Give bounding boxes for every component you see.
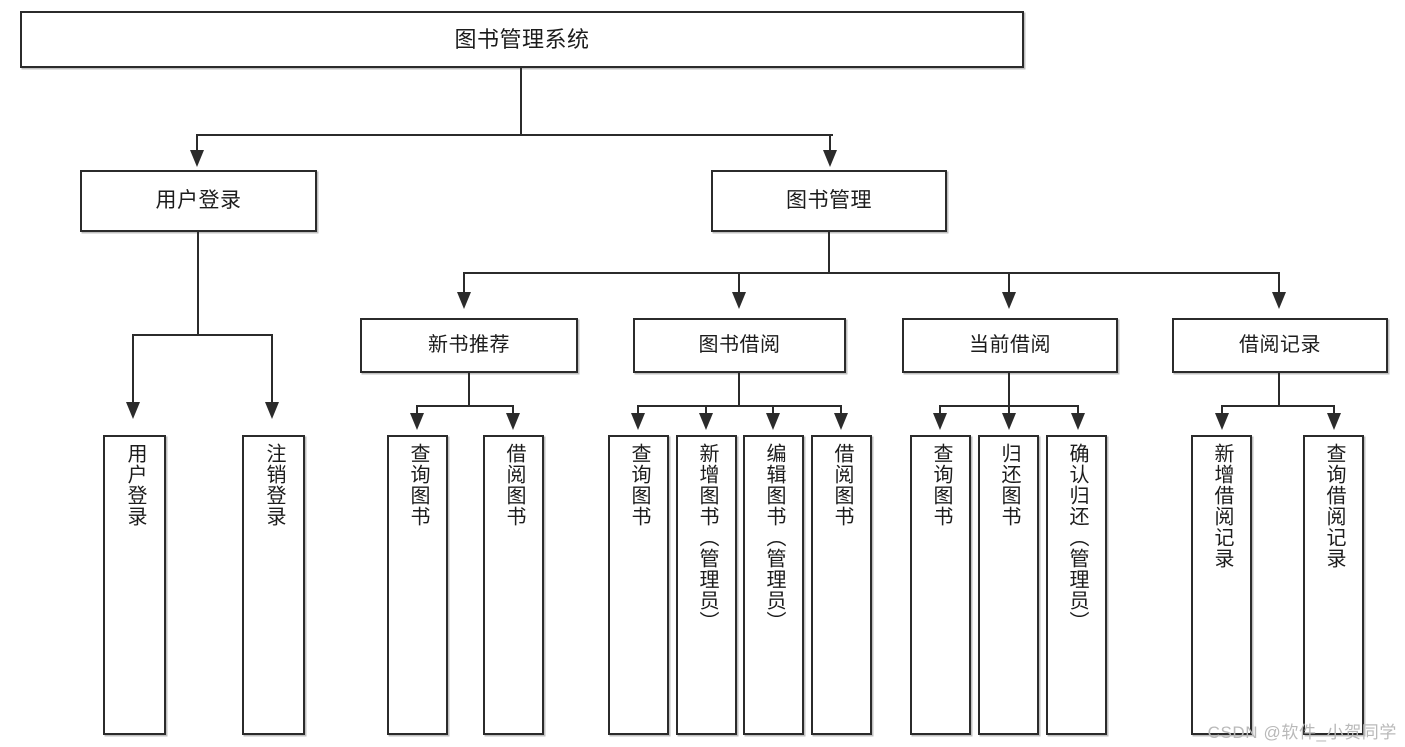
edge-current-borrow-stem xyxy=(1008,373,1011,407)
node-user-login[interactable]: 用户登录 xyxy=(80,170,317,232)
arrow-new-book-to-leaf-1 xyxy=(410,413,424,430)
node-current-borrow[interactable]: 当前借阅 xyxy=(902,318,1118,373)
edge-user-login-to-leaf-1 xyxy=(132,334,135,404)
edge-bb-to-leaf-1 xyxy=(637,405,640,417)
edge-bb-to-leaf-2 xyxy=(705,405,708,417)
node-new-book-recommend[interactable]: 新书推荐 xyxy=(360,318,578,373)
node-label: 确认归还（管理员） xyxy=(1066,443,1088,632)
leaf-logout-login[interactable]: 注销登录 xyxy=(242,435,305,735)
leaf-query-book-1[interactable]: 查询图书 xyxy=(387,435,448,735)
edge-book-management-bar xyxy=(464,272,1280,275)
edge-bb-to-leaf-3 xyxy=(772,405,775,417)
leaf-query-record[interactable]: 查询借阅记录 xyxy=(1303,435,1364,735)
arrow-bb-to-leaf-1 xyxy=(631,413,645,430)
edge-new-book-bar xyxy=(417,405,514,408)
edge-book-management-stem xyxy=(828,232,831,274)
edge-new-book-to-leaf-1 xyxy=(416,405,419,417)
node-label: 图书管理系统 xyxy=(454,26,590,52)
node-label: 编辑图书（管理员） xyxy=(763,443,785,632)
arrow-cb-to-leaf-2 xyxy=(1002,413,1016,430)
node-book-borrow[interactable]: 图书借阅 xyxy=(633,318,846,373)
leaf-query-book-3[interactable]: 查询图书 xyxy=(910,435,971,735)
edge-bm-to-book-borrow xyxy=(738,272,741,294)
leaf-return-book[interactable]: 归还图书 xyxy=(978,435,1039,735)
node-label: 图书管理 xyxy=(786,188,872,212)
node-label: 用户登录 xyxy=(155,188,242,212)
edge-cb-to-leaf-2 xyxy=(1008,405,1011,417)
node-root-system[interactable]: 图书管理系统 xyxy=(20,11,1024,68)
edge-cb-to-leaf-3 xyxy=(1077,405,1080,417)
edge-bm-to-new-book xyxy=(463,272,466,294)
edge-user-login-to-leaf-2 xyxy=(271,334,274,404)
arrow-br-to-leaf-1 xyxy=(1215,413,1229,430)
node-label: 归还图书 xyxy=(998,443,1020,527)
edge-bm-to-current-borrow xyxy=(1008,272,1011,294)
node-label: 用户登录 xyxy=(124,443,146,527)
leaf-borrow-book-1[interactable]: 借阅图书 xyxy=(483,435,544,735)
leaf-add-record[interactable]: 新增借阅记录 xyxy=(1191,435,1252,735)
edge-root-stem xyxy=(520,68,523,136)
arrow-bm-to-current-borrow xyxy=(1002,292,1016,309)
arrow-bb-to-leaf-3 xyxy=(766,413,780,430)
edge-root-bar xyxy=(197,134,833,137)
edge-book-borrow-bar xyxy=(638,405,842,408)
edge-book-borrow-stem xyxy=(738,373,741,407)
arrow-user-login-to-leaf-1 xyxy=(126,402,140,419)
node-label: 查询图书 xyxy=(628,443,650,527)
edge-new-book-to-leaf-2 xyxy=(512,405,515,417)
edge-root-to-user-login xyxy=(196,134,199,152)
arrow-bm-to-book-borrow xyxy=(732,292,746,309)
node-label: 新增借阅记录 xyxy=(1211,443,1233,569)
arrow-bb-to-leaf-2 xyxy=(699,413,713,430)
edge-bb-to-leaf-4 xyxy=(840,405,843,417)
edge-br-to-leaf-1 xyxy=(1221,405,1224,417)
edge-borrow-record-stem xyxy=(1278,373,1281,407)
arrow-user-login-to-leaf-2 xyxy=(265,402,279,419)
node-label: 查询借阅记录 xyxy=(1323,443,1345,569)
arrow-root-to-user-login xyxy=(190,150,204,167)
edge-user-login-bar xyxy=(133,334,273,337)
node-label: 借阅记录 xyxy=(1239,333,1321,356)
node-label: 借阅图书 xyxy=(831,443,853,527)
arrow-cb-to-leaf-1 xyxy=(933,413,947,430)
leaf-add-book[interactable]: 新增图书（管理员） xyxy=(676,435,737,735)
node-borrow-record[interactable]: 借阅记录 xyxy=(1172,318,1388,373)
edge-cb-to-leaf-1 xyxy=(939,405,942,417)
leaf-query-book-2[interactable]: 查询图书 xyxy=(608,435,669,735)
node-label: 注销登录 xyxy=(263,443,285,527)
arrow-root-to-book-management xyxy=(823,150,837,167)
node-label: 查询图书 xyxy=(930,443,952,527)
leaf-confirm-return[interactable]: 确认归还（管理员） xyxy=(1046,435,1107,735)
edge-user-login-stem xyxy=(197,232,200,336)
arrow-bm-to-new-book xyxy=(457,292,471,309)
node-label: 图书借阅 xyxy=(698,333,781,356)
edge-root-to-book-management xyxy=(829,134,832,152)
node-label: 借阅图书 xyxy=(503,443,525,527)
node-label: 查询图书 xyxy=(407,443,429,527)
node-book-management[interactable]: 图书管理 xyxy=(711,170,947,232)
node-label: 当前借阅 xyxy=(969,333,1051,356)
node-label: 新书推荐 xyxy=(428,333,510,356)
arrow-bb-to-leaf-4 xyxy=(834,413,848,430)
edge-new-book-stem xyxy=(468,373,471,407)
edge-br-to-leaf-2 xyxy=(1333,405,1336,417)
node-label: 新增图书（管理员） xyxy=(696,443,718,632)
arrow-cb-to-leaf-3 xyxy=(1071,413,1085,430)
edge-borrow-record-bar xyxy=(1222,405,1335,408)
leaf-edit-book[interactable]: 编辑图书（管理员） xyxy=(743,435,804,735)
arrow-new-book-to-leaf-2 xyxy=(506,413,520,430)
leaf-borrow-book-2[interactable]: 借阅图书 xyxy=(811,435,872,735)
edge-bm-to-borrow-record xyxy=(1278,272,1281,294)
leaf-user-login[interactable]: 用户登录 xyxy=(103,435,166,735)
arrow-br-to-leaf-2 xyxy=(1327,413,1341,430)
arrow-bm-to-borrow-record xyxy=(1272,292,1286,309)
